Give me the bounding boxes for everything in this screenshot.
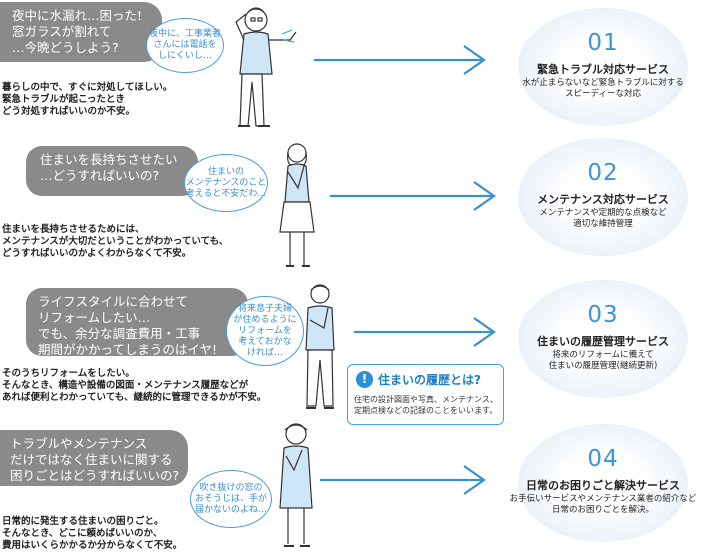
exclamation-icon: ! [356, 371, 373, 388]
service-title: 緊急トラブル対応サービス [537, 63, 669, 76]
service-03: 03 住まいの履歴管理サービス 将来のリフォームに備えて 住まいの履歴管理(継続… [518, 280, 688, 398]
row-1: 夜中に水漏れ…困った! 窓ガラスが割れて …今晩どうしよう? 夜中に、工事業者 … [0, 0, 702, 138]
service-02: 02 メンテナンス対応サービス メンテナンスや定期的な点検など 適切な維持管理 [518, 138, 688, 256]
arrow-right-icon [354, 317, 496, 347]
worry-box: 住まいを長持ちさせたい …どうすればいいの? [26, 146, 198, 196]
service-title: 住まいの履歴管理サービス [537, 335, 669, 348]
worried-man-illustration [235, 7, 297, 127]
worry-description: そのうちリフォームをしたい。 そんなとき、構造や設備の図面・メンテナンス履歴など… [2, 368, 267, 403]
service-title: メンテナンス対応サービス [537, 193, 669, 206]
elderly-woman-illustration [279, 423, 313, 547]
service-number: 03 [587, 302, 619, 328]
worry-description: 暮らしの中で、すぐに対処してほしい。 緊急トラブルが起こったとき どう対処すれば… [2, 82, 173, 117]
history-note-box: ! 住まいの履歴とは? 住宅の設計図面や写真、メンテナンス、 定期点検などの記録… [347, 364, 504, 425]
thought-bubble: 吹き抜けの窓の おそうじは、手が 届かないのよね… [190, 470, 272, 528]
thinking-man-illustration [305, 284, 335, 409]
service-01: 01 緊急トラブル対応サービス 水が止まらないなど緊急トラブルに対する スピーデ… [518, 8, 688, 126]
thought-bubble: 夜中に、工事業者 さんには電話を しにくいし… [146, 18, 224, 73]
worry-box: ライフスタイルに合わせて リフォームしたい… でも、余分な調査費用・工事 期間が… [26, 288, 248, 357]
row-2: 住まいを長持ちさせたい …どうすればいいの? 住まいの メンテナンスのこと 考え… [0, 138, 702, 276]
note-title: 住まいの履歴とは? [378, 373, 481, 387]
worry-box: トラブルやメンテナンス だけではなく住まいに関する 困りごとはどうすればいいの? [0, 430, 188, 486]
thought-bubble: 住まいの メンテナンスのこと 考えると不安だわ… [184, 154, 268, 212]
row-4: トラブルやメンテナンス だけではなく住まいに関する 困りごとはどうすればいいの?… [0, 420, 702, 558]
service-04: 04 日常のお困りごと解決サービス お手伝いサービスやメンテナンス業者の紹介など… [510, 424, 696, 542]
worried-woman-illustration [279, 143, 315, 267]
service-description: 水が止まらないなど緊急トラブルに対する スピーディーな対応 [522, 78, 684, 99]
service-title: 日常のお困りごと解決サービス [526, 479, 680, 492]
service-description: メンテナンスや定期的な点検など 適切な維持管理 [539, 208, 667, 229]
service-description: お手伝いサービスやメンテナンス業者の紹介など 日常のお困りごとを解決。 [509, 494, 697, 515]
arrow-right-icon [314, 45, 486, 75]
row-3: ライフスタイルに合わせて リフォームしたい… でも、余分な調査費用・工事 期間が… [0, 278, 702, 416]
service-number: 04 [587, 446, 619, 472]
worry-description: 住まいを長持ちさせるためには、 メンテナンスが大切だということがわかっていても、… [2, 224, 229, 259]
arrow-right-icon [320, 465, 486, 495]
arrow-right-icon [330, 181, 496, 211]
service-description: 将来のリフォームに備えて 住まいの履歴管理(継続更新) [548, 350, 658, 371]
service-number: 02 [587, 160, 619, 186]
worry-description: 日常的に発生する住まいの困りごと。 そんなとき、どこに頼めばいいのか、 費用はい… [2, 516, 183, 551]
thought-bubble: 将来息子夫婦 が住めるように リフォームを 考えておかな ければ… [226, 296, 304, 366]
service-number: 01 [587, 30, 619, 56]
worry-box: 夜中に水漏れ…困った! 窓ガラスが割れて …今晩どうしよう? [0, 2, 162, 62]
note-body: 住宅の設計図面や写真、メンテナンス、 定期点検などの記録のことをいいます。 [354, 395, 498, 415]
